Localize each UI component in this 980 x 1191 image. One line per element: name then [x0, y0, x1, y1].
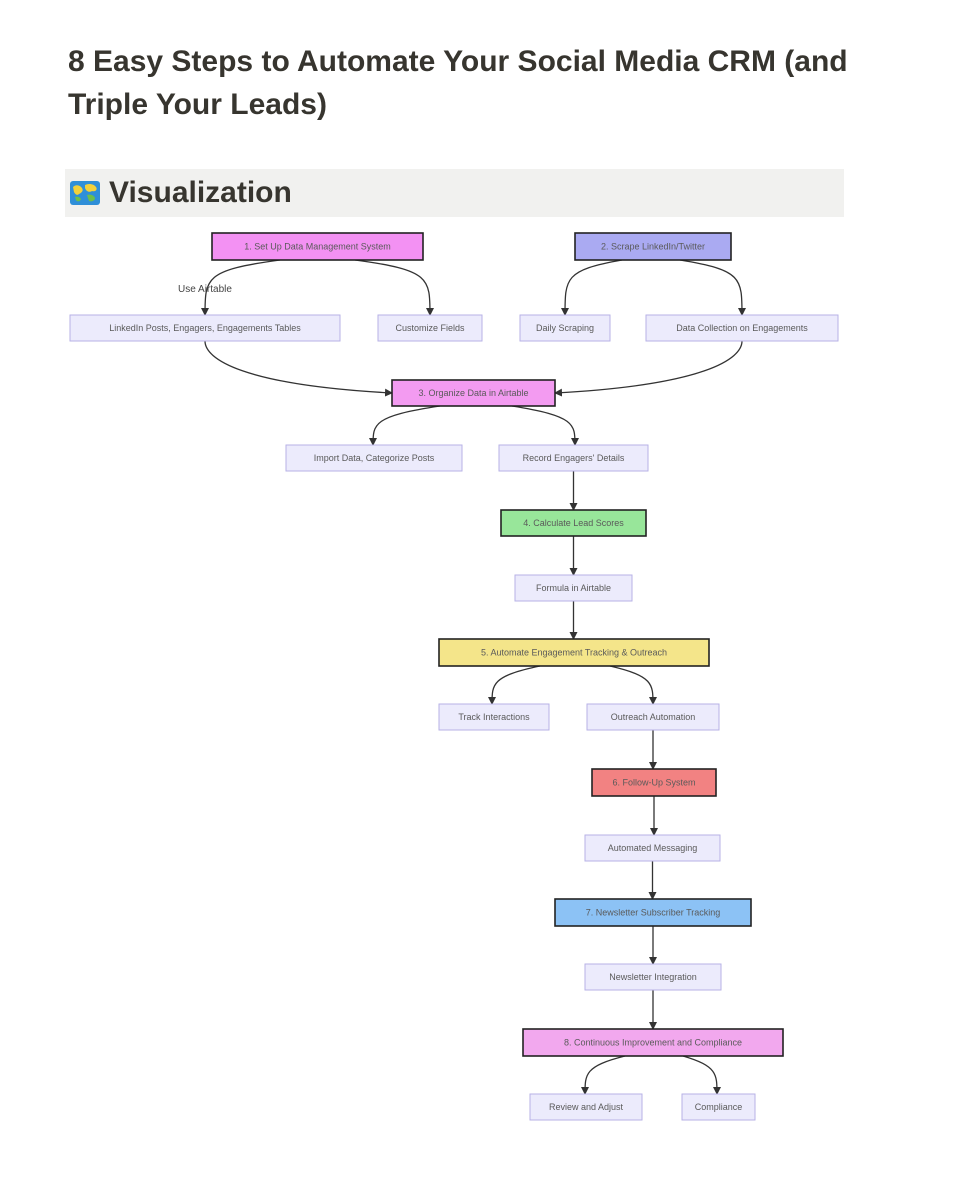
subnode-n_daily: Daily Scraping	[519, 314, 611, 342]
subnode-n_collect: Data Collection on Engagements	[645, 314, 839, 342]
node-box	[645, 314, 839, 342]
edge-s2-to-n_daily	[561, 259, 623, 316]
step-node-s6: 6. Follow-Up System	[591, 768, 717, 797]
node-box	[574, 232, 732, 261]
node-label: Outreach Automation	[611, 712, 696, 722]
step-node-s5: 5. Automate Engagement Tracking & Outrea…	[438, 638, 710, 667]
subnode-n_formula: Formula in Airtable	[514, 574, 633, 602]
edge-s1-to-n_fields	[354, 259, 434, 316]
node-box	[522, 1028, 784, 1057]
edge-s5-to-n_track	[488, 665, 541, 705]
edge-n_tables-to-s3	[204, 340, 393, 397]
node-label: Newsletter Integration	[609, 972, 697, 982]
subnode-n_outreach: Outreach Automation	[586, 703, 720, 731]
step-node-s3: 3. Organize Data in Airtable	[391, 379, 556, 407]
node-label: Customize Fields	[395, 323, 465, 333]
node-box	[211, 232, 424, 261]
node-label: 3. Organize Data in Airtable	[418, 388, 528, 398]
step-node-s4: 4. Calculate Lead Scores	[500, 509, 647, 537]
node-label: Import Data, Categorize Posts	[314, 453, 435, 463]
page-title: 8 Easy Steps to Automate Your Social Med…	[68, 45, 848, 121]
subnode-n_import: Import Data, Categorize Posts	[285, 444, 463, 472]
node-box	[554, 898, 752, 927]
node-label: Review and Adjust	[549, 1102, 624, 1112]
node-box	[591, 768, 717, 797]
node-box	[391, 379, 556, 407]
node-box	[69, 314, 341, 342]
edge-s5-to-n_outreach	[609, 665, 657, 705]
step-node-s8: 8. Continuous Improvement and Compliance	[522, 1028, 784, 1057]
node-box	[285, 444, 463, 472]
node-box	[529, 1093, 643, 1121]
subnode-n_review: Review and Adjust	[529, 1093, 643, 1121]
subnode-n_fields: Customize Fields	[377, 314, 483, 342]
step-node-s2: 2. Scrape LinkedIn/Twitter	[574, 232, 732, 261]
node-label: Automated Messaging	[608, 843, 698, 853]
subnode-n_record: Record Engagers' Details	[498, 444, 649, 472]
edge-s8-to-n_review	[581, 1055, 626, 1095]
edge-s2-to-n_collect	[679, 259, 746, 316]
subnode-n_msg: Automated Messaging	[584, 834, 721, 862]
node-label: Daily Scraping	[536, 323, 594, 333]
edge-s1-to-n_tables	[201, 259, 281, 316]
subnode-n_track: Track Interactions	[438, 703, 550, 731]
node-box	[586, 703, 720, 731]
node-box	[438, 638, 710, 667]
edge-label: Use Airtable	[178, 284, 232, 295]
subnode-n_comp: Compliance	[681, 1093, 756, 1121]
edge-s8-to-n_comp	[682, 1055, 721, 1095]
node-box	[438, 703, 550, 731]
step-node-s1: 1. Set Up Data Management System	[211, 232, 424, 261]
section-title: Visualization	[109, 176, 292, 209]
edge-s3-to-n_import	[369, 405, 441, 446]
node-label: 5. Automate Engagement Tracking & Outrea…	[481, 648, 667, 658]
node-box	[584, 963, 722, 991]
edge-s3-to-n_record	[511, 405, 579, 446]
node-label: 1. Set Up Data Management System	[244, 242, 391, 252]
node-label: Track Interactions	[458, 712, 530, 722]
node-label: 2. Scrape LinkedIn/Twitter	[601, 242, 705, 252]
node-label: Formula in Airtable	[536, 583, 611, 593]
node-label: 4. Calculate Lead Scores	[523, 518, 624, 528]
node-label: 7. Newsletter Subscriber Tracking	[586, 908, 721, 918]
node-label: Compliance	[695, 1102, 743, 1112]
node-label: Data Collection on Engagements	[676, 323, 808, 333]
world-map-icon	[70, 181, 100, 205]
node-box	[377, 314, 483, 342]
node-label: 8. Continuous Improvement and Compliance	[564, 1038, 742, 1048]
node-box	[500, 509, 647, 537]
node-label: LinkedIn Posts, Engagers, Engagements Ta…	[109, 323, 301, 333]
node-box	[584, 834, 721, 862]
visualization-heading: Visualization	[65, 169, 844, 217]
step-node-s7: 7. Newsletter Subscriber Tracking	[554, 898, 752, 927]
node-box	[681, 1093, 756, 1121]
subnode-n_news: Newsletter Integration	[584, 963, 722, 991]
node-box	[514, 574, 633, 602]
edge-n_collect-to-s3	[554, 340, 743, 397]
node-label: Record Engagers' Details	[523, 453, 625, 463]
node-label: 6. Follow-Up System	[612, 778, 695, 788]
node-box	[498, 444, 649, 472]
subnode-n_tables: LinkedIn Posts, Engagers, Engagements Ta…	[69, 314, 341, 342]
node-box	[519, 314, 611, 342]
